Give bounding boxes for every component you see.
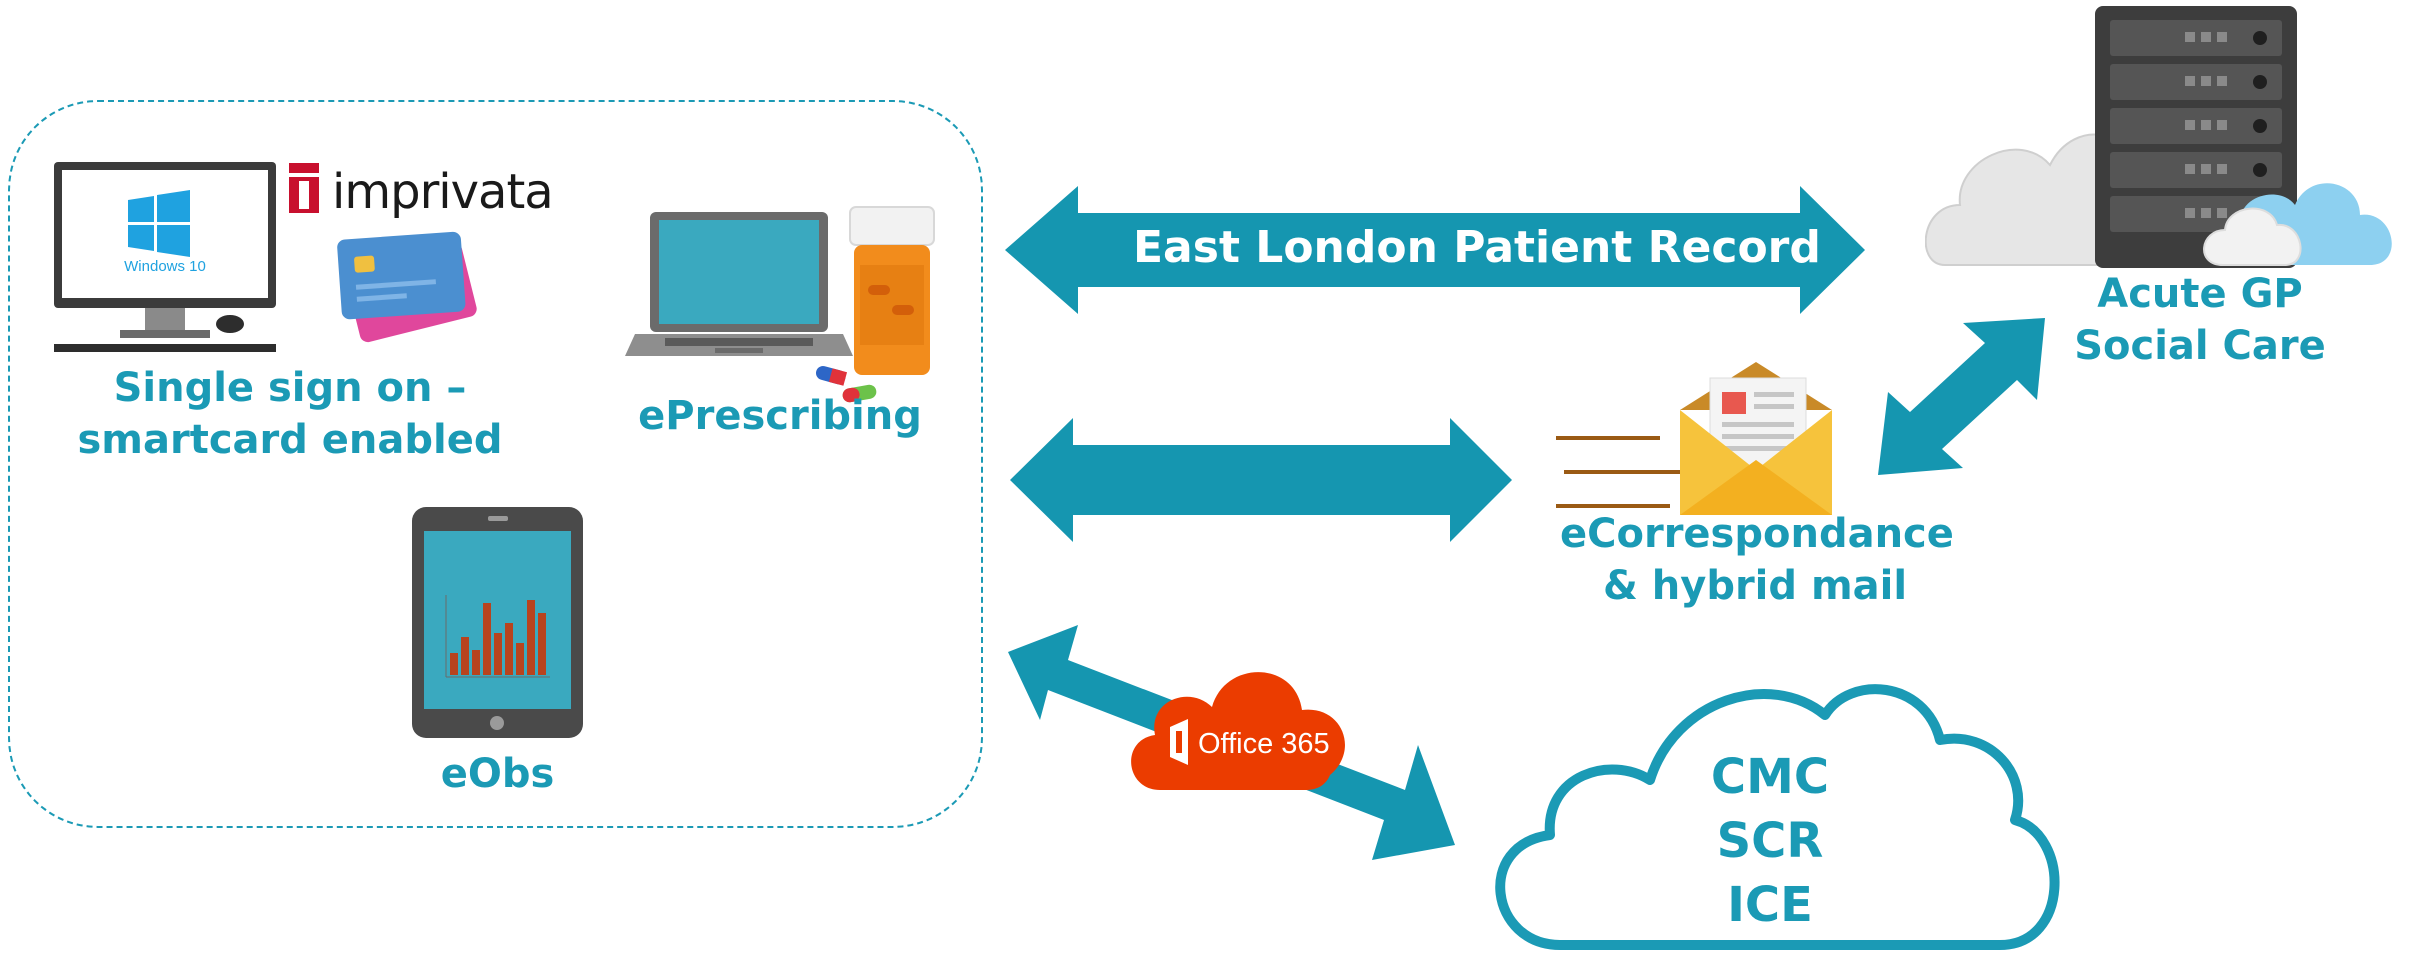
acute-gp-social-care-label: Acute GP Social Care (2074, 271, 2326, 369)
cloud-item-cmc: CMC (1710, 749, 1830, 805)
mail-envelope-icon (1556, 362, 1832, 515)
external-services-cloud-icon (1495, 684, 2060, 950)
desktop-computer-icon (54, 162, 276, 352)
office365-label: Office 365 (1198, 728, 1330, 760)
patient-record-arrow (1005, 186, 1865, 314)
medicine-bottle-icon (815, 206, 935, 403)
windows-10-label: Windows 10 (124, 258, 206, 275)
office365-cloud-icon (1131, 672, 1345, 790)
patient-record-label: East London Patient Record (1133, 222, 1821, 273)
smartcard-icon (337, 231, 477, 343)
imprivata-logo: imprivata (332, 164, 554, 220)
laptop-icon (625, 212, 853, 356)
correspondence-arrow (1010, 418, 1512, 542)
cloud-services-list: CMC SCR ICE (1660, 745, 1880, 937)
tablet-chart-icon (412, 507, 583, 738)
cloud-item-scr: SCR (1716, 813, 1824, 869)
cloud-item-ice: ICE (1727, 877, 1813, 933)
imprivata-logo-icon (289, 163, 319, 213)
single-sign-on-label: Single sign on – smartcard enabled (77, 365, 503, 463)
server-link-arrow (1878, 318, 2045, 475)
ecorrespondence-label: eCorrespondance & hybrid mail (1560, 511, 1954, 609)
eprescribing-label: ePrescribing (638, 393, 922, 439)
server-rack-icon (1925, 6, 2392, 268)
integrated-workspace-panel (8, 100, 983, 828)
eobs-label: eObs (440, 751, 555, 797)
